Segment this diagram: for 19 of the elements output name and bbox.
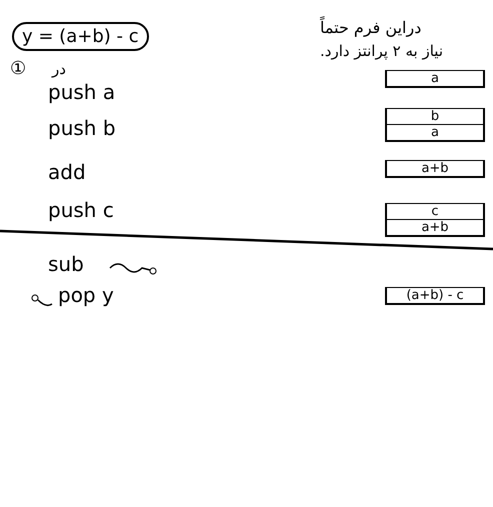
instruction-text: add bbox=[48, 160, 86, 184]
stack-cell: a bbox=[387, 124, 483, 140]
stack-drawing bbox=[385, 108, 485, 142]
note-text: در bbox=[52, 60, 66, 78]
stack-drawing bbox=[385, 203, 485, 237]
stack-cell: (a+b) - c bbox=[387, 287, 483, 303]
note-text: نیاز به ۲ پرانتز دارد. bbox=[320, 42, 444, 60]
stack-cell: c bbox=[387, 203, 483, 219]
stack-cell: a+b bbox=[387, 219, 483, 235]
instruction-text: push b bbox=[48, 116, 116, 140]
stack-cell: a bbox=[387, 70, 483, 86]
note-text: دراین فرم حتماً bbox=[320, 18, 422, 37]
instruction-text: push c bbox=[48, 198, 114, 222]
step-number: ① bbox=[10, 58, 26, 79]
instruction-text: pop y bbox=[58, 283, 114, 307]
instruction-text: push a bbox=[48, 80, 116, 104]
stack-cell: a+b bbox=[387, 160, 483, 176]
instruction-text: sub bbox=[48, 252, 84, 276]
stack-cell: b bbox=[387, 108, 483, 124]
